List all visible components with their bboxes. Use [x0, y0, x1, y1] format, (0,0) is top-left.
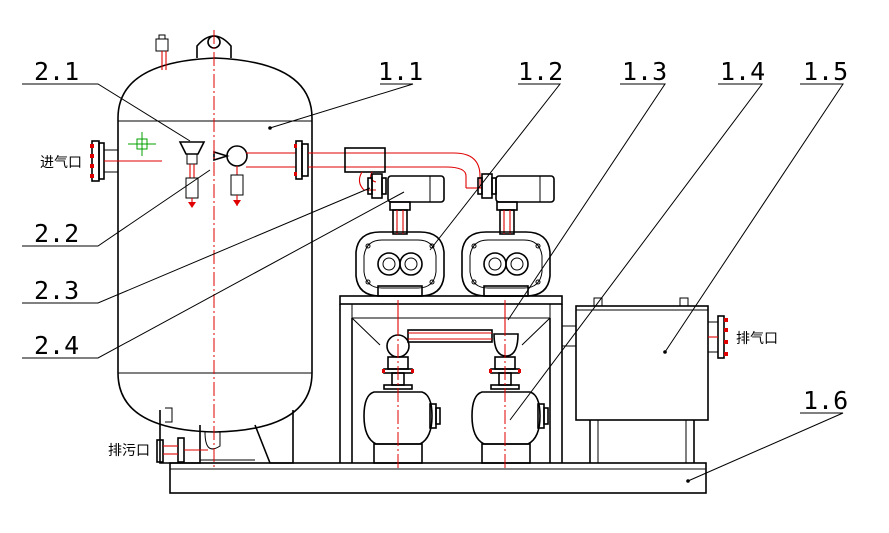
callout-1-4: 1.4 — [720, 57, 765, 86]
booster-pump-2 — [461, 173, 555, 297]
vessel-safety-valve — [155, 34, 169, 70]
inlet-flange — [90, 132, 162, 182]
pump-support-frame — [339, 295, 563, 463]
callout-2-3: 2.3 — [34, 276, 79, 305]
booster-pump-1 — [355, 173, 445, 297]
callout-1-3: 1.3 — [622, 57, 667, 86]
drain-outlet — [156, 407, 221, 463]
centerlines — [213, 30, 506, 470]
suction-pipe — [246, 140, 482, 191]
pressure-instruments — [178, 141, 248, 208]
callout-2-4: 2.4 — [34, 331, 79, 360]
callout-2-1: 2.1 — [34, 57, 79, 86]
callout-2-2: 2.2 — [34, 219, 79, 248]
callout-1-6: 1.6 — [803, 386, 848, 415]
callout-1-1: 1.1 — [378, 57, 423, 86]
separator-tank — [561, 297, 728, 463]
drain-port-label: 排污口 — [108, 443, 150, 459]
leader-lines — [22, 83, 844, 483]
callout-1-5: 1.5 — [803, 57, 848, 86]
inlet-port-label: 进气口 — [40, 155, 82, 171]
exhaust-port-label: 排气口 — [736, 331, 778, 347]
liquid-ring-pump-2 — [471, 304, 549, 464]
callout-1-2: 1.2 — [518, 57, 563, 86]
liquid-ring-pump-1 — [363, 304, 441, 464]
gas-storage-vessel — [117, 35, 313, 464]
base-frame — [169, 462, 707, 494]
